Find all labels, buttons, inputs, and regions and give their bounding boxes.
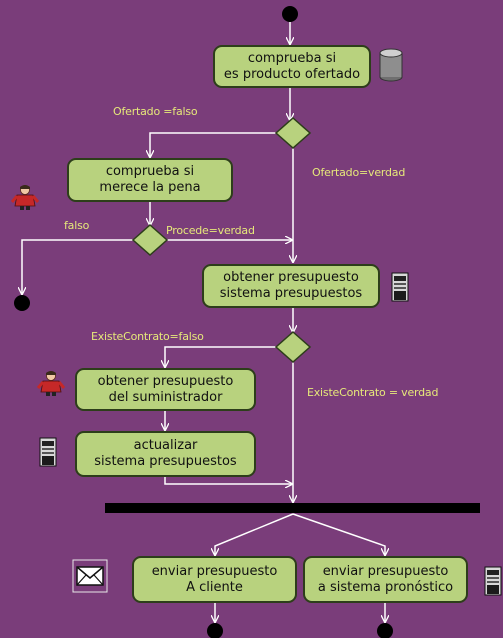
activity-get-budget-supplier: obtener presupuesto del suministrador xyxy=(75,368,256,411)
decision-offered xyxy=(274,116,312,150)
final-node-client xyxy=(207,623,223,638)
flow-update-to-join xyxy=(164,477,292,484)
guard-contract-false: ExisteContrato=falso xyxy=(91,330,204,343)
decision-worth xyxy=(131,223,169,257)
database-cylinder-icon xyxy=(379,48,403,82)
computer-tower-icon xyxy=(484,566,502,596)
computer-tower-icon xyxy=(391,272,409,302)
activity-send-client: enviar presupuesto A cliente xyxy=(132,556,297,603)
guard-worth-true: Procede=verdad xyxy=(166,224,255,237)
flow-fork-to-forecast xyxy=(292,513,385,555)
activity-get-budget-system: obtener presupuesto sistema presupuestos xyxy=(202,264,380,308)
guard-offered-true: Ofertado=verdad xyxy=(312,166,406,179)
flow-contract-false xyxy=(165,346,278,367)
flow-worth-false xyxy=(22,239,134,294)
initial-node xyxy=(282,6,298,22)
final-node-rejected xyxy=(14,295,30,311)
final-node-forecast xyxy=(377,623,393,638)
guard-worth-false: falso xyxy=(64,219,90,232)
fork-bar xyxy=(105,503,480,513)
guard-offered-false: Ofertado =falso xyxy=(113,105,198,118)
guard-contract-true: ExisteContrato = verdad xyxy=(307,386,439,399)
decision-contract xyxy=(274,330,312,364)
activity-check-worth: comprueba si merece la pena xyxy=(67,158,233,202)
flow-offered-false xyxy=(150,132,277,157)
person-actor-icon xyxy=(11,185,39,210)
flow-fork-to-client xyxy=(215,513,294,555)
activity-check-offered: comprueba si es producto ofertado xyxy=(213,45,371,88)
computer-tower-icon xyxy=(39,437,57,467)
activity-update-system: actualizar sistema presupuestos xyxy=(75,431,256,477)
activity-send-forecast: enviar presupuesto a sistema pronóstico xyxy=(303,556,468,603)
envelope-icon xyxy=(72,559,108,593)
person-actor-icon xyxy=(37,371,65,396)
